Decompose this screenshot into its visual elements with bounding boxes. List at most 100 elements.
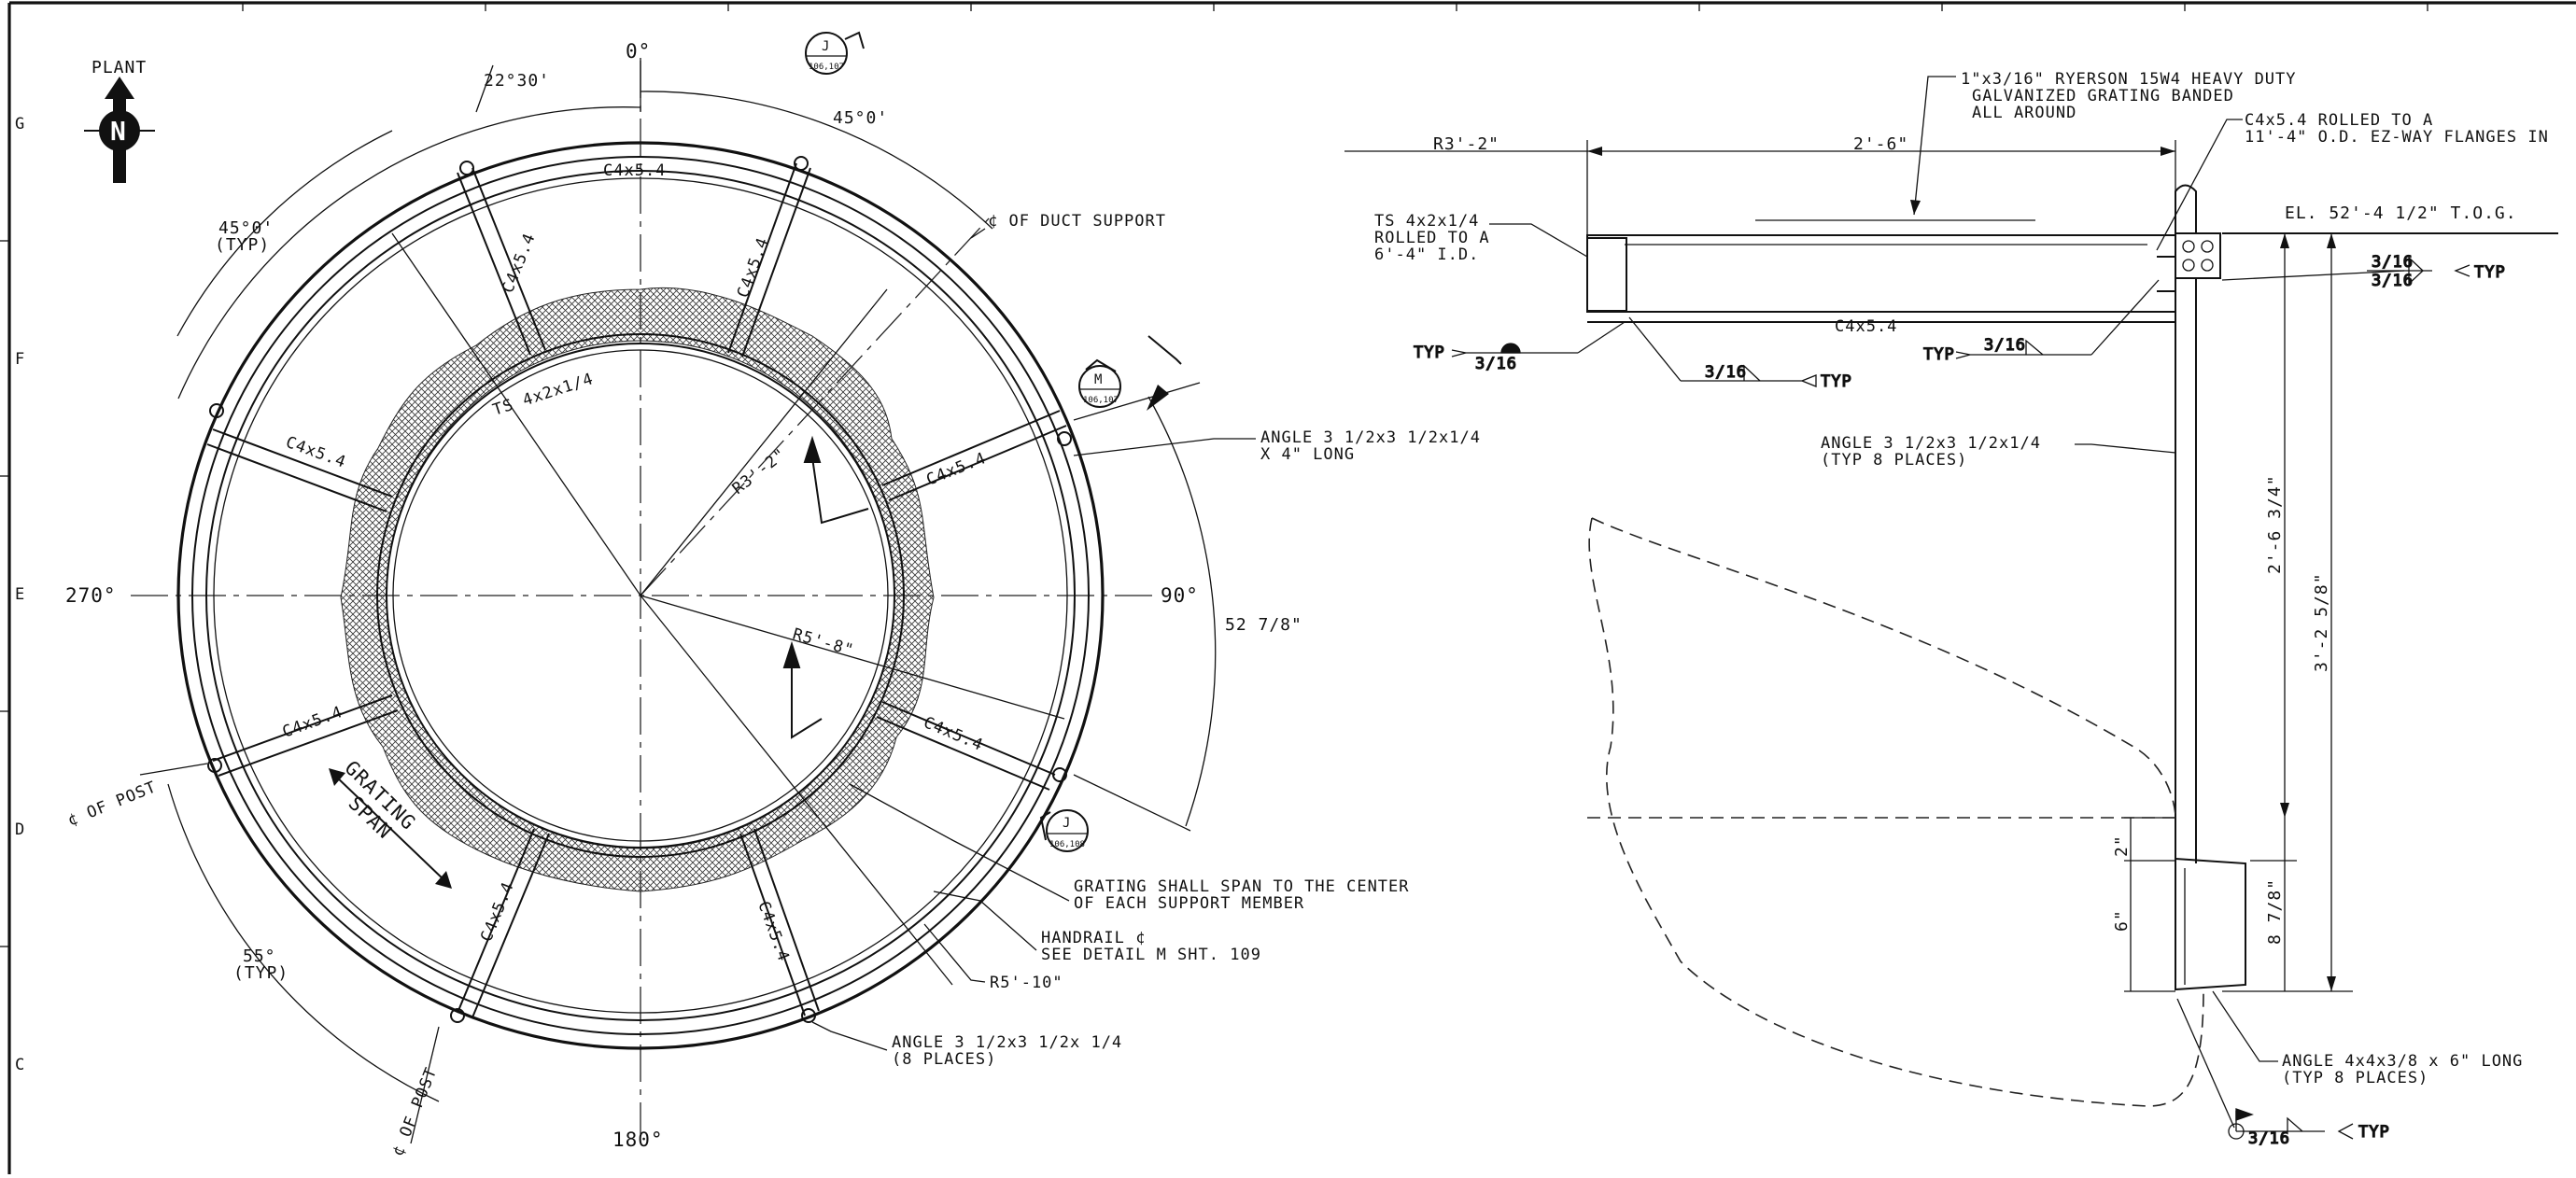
- bottom-angle-line1: ANGLE 4x4x3/8 x 6" LONG: [2282, 1052, 2523, 1071]
- section-view: R3'-2" 2'-6" EL. 52'-4 1/2" T.O.G.: [1344, 70, 2558, 1149]
- radial-channels: [206, 162, 1067, 1018]
- angle-22-30: 22°30': [484, 71, 550, 91]
- svg-text:3/16: 3/16: [2372, 253, 2414, 272]
- label-cl-duct: ¢ OF DUCT SUPPORT: [988, 212, 1166, 231]
- label-r-mid: R5'-8": [791, 625, 856, 661]
- c-rolled-line2: 11'-4" O.D. EZ-WAY FLANGES IN: [2245, 128, 2549, 147]
- ts-section: [1586, 237, 1627, 312]
- angle-bottom-line1: ANGLE 3 1/2x3 1/2x 1/4: [892, 1033, 1122, 1052]
- dim-2-6-3-4: 2'-6 3/4": [2265, 474, 2285, 574]
- bolt-icons: [2182, 240, 2214, 272]
- dim-3-2-5-8: 3'-2 5/8": [2312, 572, 2331, 672]
- svg-text:106,107: 106,107: [809, 63, 844, 72]
- north-arrow-head-icon: [105, 77, 134, 99]
- svg-text:TYP: TYP: [2474, 263, 2506, 282]
- handrail-post: [2175, 184, 2197, 233]
- grating-spec-line1: 1"x3/16" RYERSON 15W4 HEAVY DUTY: [1961, 70, 2297, 89]
- svg-text:3/16: 3/16: [1984, 336, 2026, 355]
- angle-bottom-line2: (8 PLACES): [892, 1050, 996, 1069]
- angle-270: 270°: [65, 584, 117, 607]
- angle-45-typ-note: (TYP): [215, 235, 270, 255]
- weld-symbol-c: TYP 3/16: [1922, 279, 2160, 365]
- handrail-outer: [176, 141, 1105, 1050]
- grating-spec-line3: ALL AROUND: [1972, 104, 2076, 122]
- ts-note-line3: 6'-4" I.D.: [1374, 245, 1479, 264]
- section-angle-line2: (TYP 8 PLACES): [1821, 451, 1967, 470]
- ts-note-line1: TS 4x2x1/4: [1374, 212, 1479, 231]
- grating-body: [1586, 234, 2176, 313]
- north-arrow-letter: N: [110, 116, 126, 147]
- svg-text:3/16: 3/16: [2248, 1129, 2290, 1148]
- label-cl-post-left: ¢ OF POST: [64, 778, 159, 830]
- channel-label: C4x5.4: [1835, 317, 1897, 336]
- row-label-d: D: [15, 820, 25, 839]
- post-markers: [207, 156, 1072, 1023]
- dim-52-7-8: 52 7/8": [1225, 615, 1302, 635]
- label-c-wnw: C4x5.4: [283, 433, 348, 472]
- dim-2: 2": [2112, 834, 2132, 857]
- row-label-c: C: [15, 1056, 25, 1074]
- bottom-angle-line2: (TYP 8 PLACES): [2282, 1069, 2428, 1087]
- section-cut-arrows: [782, 435, 869, 739]
- svg-text:106,108: 106,108: [1049, 840, 1085, 849]
- label-r-outer: R5'-10": [990, 974, 1063, 992]
- ts-ring-outer: [376, 333, 905, 858]
- ts-note-line2: ROLLED TO A: [1374, 229, 1490, 247]
- dim-8-7-8: 8 7/8": [2265, 878, 2285, 945]
- row-label-e: E: [15, 585, 25, 604]
- svg-text:3/16: 3/16: [2372, 272, 2414, 290]
- dim-6: 6": [2112, 909, 2132, 932]
- label-c-nnw: C4x5.4: [499, 231, 540, 296]
- svg-text:TYP: TYP: [1821, 372, 1852, 391]
- foundation-outline: [1591, 517, 2176, 819]
- c-rolled-line1: C4x5.4 ROLLED TO A: [2245, 111, 2433, 130]
- angle-180: 180°: [612, 1129, 664, 1151]
- weld-symbol-b: 3/16 TYP: [1628, 316, 1852, 392]
- detail-bubble-j-low: J 106,108: [1039, 809, 1089, 852]
- weld-symbol-a: TYP 3/16: [1413, 321, 1626, 374]
- detail-bubble-j-top: J 106,107: [805, 31, 865, 75]
- handrail-note-line2: SEE DETAIL M SHT. 109: [1041, 946, 1261, 964]
- weld-symbol-d: 3/16 3/16 TYP: [2221, 252, 2506, 291]
- grating-note-line1: GRATING SHALL SPAN TO THE CENTER: [1074, 877, 1410, 896]
- svg-text:TYP: TYP: [1414, 344, 1445, 362]
- svg-text:M: M: [1094, 372, 1102, 387]
- dim-r-3-2: R3'-2": [1433, 134, 1499, 154]
- svg-text:J: J: [1063, 816, 1070, 831]
- label-c-ssw: C4x5.4: [477, 879, 518, 945]
- plan-view: J 106,107 M 106,107 J 106,108 GRATING SP…: [64, 31, 1481, 1159]
- angle-45-typ: 45°0': [218, 218, 274, 238]
- grating-spec-line2: GALVANIZED GRATING BANDED: [1972, 87, 2234, 105]
- dim-2-6: 2'-6": [1853, 134, 1908, 154]
- detail-bubble-m: M 106,107: [1078, 335, 1182, 411]
- weld-symbol-e: 3/16 TYP: [2176, 998, 2389, 1149]
- svg-text:106,107: 106,107: [1083, 396, 1119, 405]
- plan-leaders: [811, 228, 1256, 1051]
- grid-row-labels: G F E D C: [15, 115, 25, 1074]
- angle-90: 90°: [1161, 584, 1199, 607]
- svg-text:J: J: [822, 39, 829, 54]
- svg-text:3/16: 3/16: [1705, 363, 1747, 382]
- mounting-plate: [2175, 232, 2221, 279]
- elevation-label: EL. 52'-4 1/2" T.O.G.: [2285, 203, 2517, 223]
- grating-note-line2: OF EACH SUPPORT MEMBER: [1074, 894, 1304, 913]
- angle-note-line1: ANGLE 3 1/2x3 1/2x1/4: [1260, 428, 1481, 447]
- angle-0: 0°: [626, 40, 651, 63]
- label-r-inner: R3'-2": [729, 445, 790, 498]
- label-c-wsw: C4x5.4: [280, 703, 345, 742]
- angle-55-typ: (TYP): [233, 963, 289, 983]
- svg-text:3/16: 3/16: [1475, 355, 1517, 373]
- north-arrow-label: PLANT: [91, 58, 147, 77]
- bottom-angle: [2175, 857, 2246, 991]
- handrail-note-line1: HANDRAIL ¢: [1041, 929, 1146, 947]
- angle-55: 55°: [243, 947, 276, 966]
- label-c-top: C4x5.4: [603, 161, 666, 180]
- row-label-f: F: [15, 350, 25, 369]
- svg-text:TYP: TYP: [1923, 345, 1955, 364]
- grating-hatch-band: [340, 287, 935, 892]
- row-label-g: G: [15, 115, 25, 133]
- angle-45-top: 45°0': [833, 108, 888, 128]
